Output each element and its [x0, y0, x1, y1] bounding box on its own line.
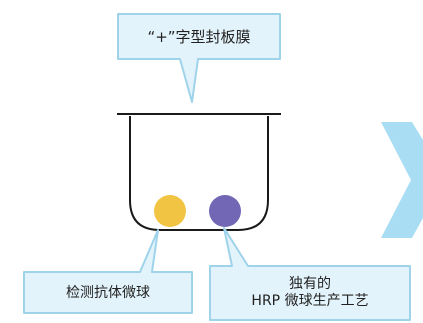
detection-beads-label-text: 检测抗体微球 [66, 284, 150, 301]
membrane-label: “+”字型封板膜 [116, 15, 282, 59]
membrane-label-text: “+”字型封板膜 [147, 27, 251, 46]
chevron-right-icon [381, 122, 423, 238]
unique-process-label-line1: 独有的 [289, 276, 331, 292]
yellow-bead [154, 195, 186, 227]
vessel-body [129, 116, 269, 231]
membrane-callout-bubble [117, 13, 281, 103]
unique-process-label-line2: HRP 微球生产工艺 [251, 293, 369, 309]
detection-beads-callout-bubble [23, 229, 193, 314]
purple-bead [209, 195, 241, 227]
unique-process-label: 独有的 HRP 微球生产工艺 [210, 266, 410, 320]
detection-beads-label: 检测抗体微球 [23, 272, 193, 314]
unique-process-callout-bubble [209, 227, 411, 321]
